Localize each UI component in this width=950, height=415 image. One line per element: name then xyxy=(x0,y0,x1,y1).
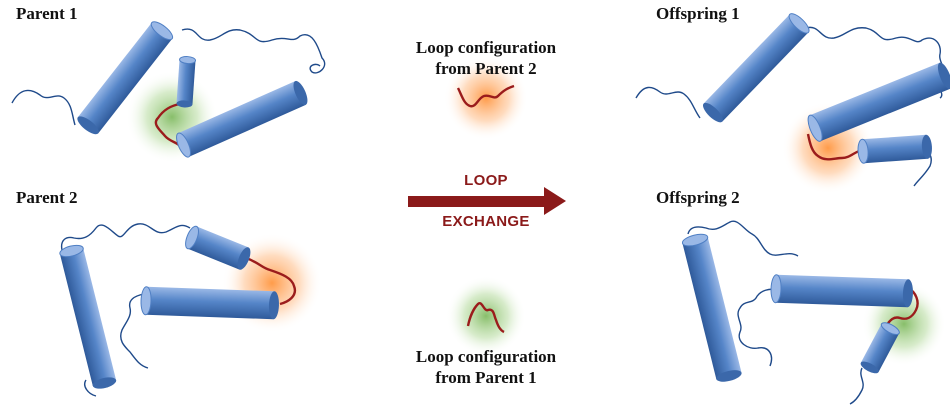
center-glow-orange xyxy=(444,56,528,140)
parent1-helix-b xyxy=(176,56,197,108)
center-top-caption-line2: from Parent 2 xyxy=(435,59,537,78)
arrow-shaft xyxy=(408,196,546,207)
offspring2-label: Offspring 2 xyxy=(656,188,740,207)
loop-exchange-arrow xyxy=(408,187,566,215)
offspring1-helix-b xyxy=(807,62,950,142)
offspring2-structure xyxy=(681,220,946,405)
parent2-helix-b xyxy=(185,225,251,270)
parent2-structure xyxy=(59,223,322,397)
center-top-caption: Loop configuration from Parent 2 xyxy=(366,37,606,79)
center-loop-from-parent1 xyxy=(446,276,526,356)
offspring1-exchanged-loop xyxy=(806,133,863,161)
center-top-caption-line1: Loop configuration xyxy=(415,38,557,57)
parent2-exchanged-loop xyxy=(245,256,297,306)
parent1-helix-c xyxy=(176,80,308,158)
parent1-helix-a xyxy=(77,21,174,135)
parent1-loop-chain xyxy=(11,28,326,126)
offspring2-helix-a xyxy=(681,233,742,382)
offspring2-helix-b xyxy=(770,274,913,308)
parent2-loop-chain xyxy=(60,223,191,397)
arrow-label-top: LOOP xyxy=(464,172,508,189)
center-bottom-caption-line1: Loop configuration xyxy=(415,347,557,366)
parent1-exchanged-loop xyxy=(154,102,183,149)
parent2-label: Parent 2 xyxy=(16,188,78,207)
parent2-helix-c xyxy=(140,286,279,320)
offspring1-helix-c xyxy=(857,134,932,164)
parent1-structure xyxy=(11,21,326,163)
offspring1-helix-a xyxy=(702,13,810,123)
center-loop-green xyxy=(466,301,505,334)
parent1-label: Parent 1 xyxy=(16,4,78,23)
center-glow-green xyxy=(446,276,526,356)
parent2-helix-a xyxy=(59,244,117,389)
center-bottom-caption-line2: from Parent 1 xyxy=(435,368,537,387)
offspring1-structure xyxy=(635,13,950,194)
offspring1-label: Offspring 1 xyxy=(656,4,740,23)
center-loop-orange xyxy=(456,84,515,108)
arrow-head xyxy=(544,187,566,215)
offspring2-loop-chain xyxy=(687,220,864,405)
offspring2-exchanged-loop xyxy=(885,286,919,327)
offspring2-helix-c xyxy=(860,322,900,374)
arrow-label-bottom: EXCHANGE xyxy=(442,213,530,230)
center-loop-from-parent2 xyxy=(444,56,528,140)
center-bottom-caption: Loop configuration from Parent 1 xyxy=(366,346,606,388)
